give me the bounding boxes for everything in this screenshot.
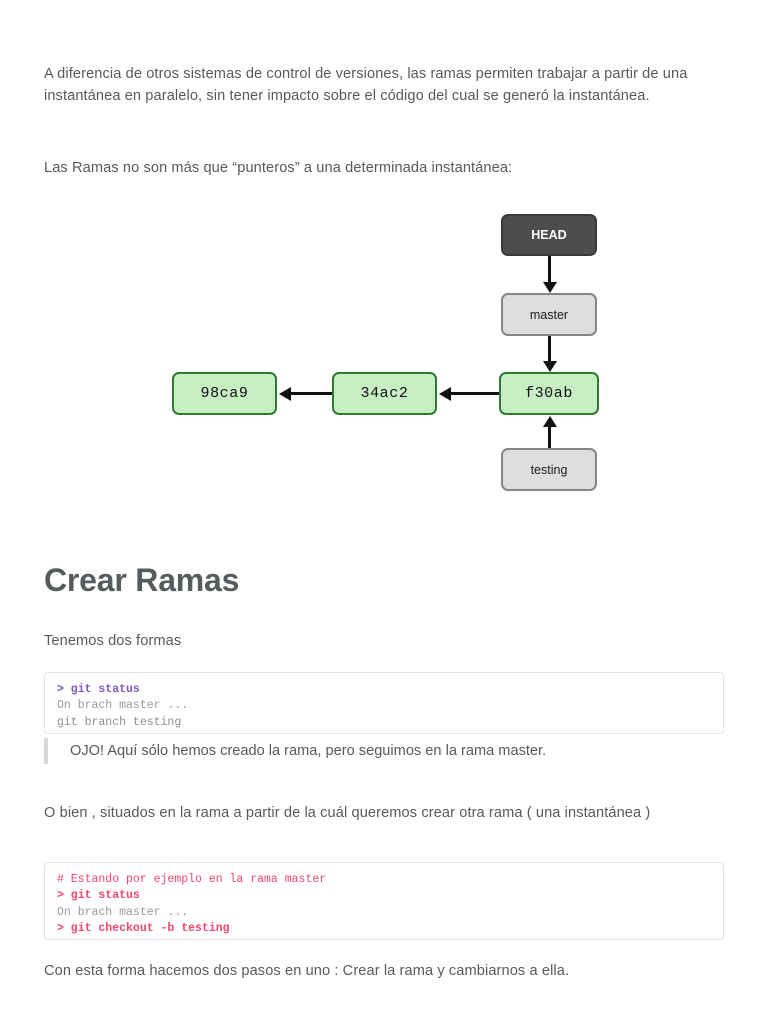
diagram-node-commit-f30ab: f30ab — [499, 372, 599, 415]
arrow-34ac2-to-98ca9 — [289, 392, 332, 395]
code-line: On brach master ... — [57, 905, 189, 919]
blockquote-text: OJO! Aquí sólo hemos creado la rama, per… — [70, 743, 547, 759]
paragraph-tenemos-dos-formas: Tenemos dos formas — [44, 633, 182, 649]
diagram-node-testing: testing — [501, 448, 597, 491]
page-heading-crear-ramas: Crear Ramas — [44, 562, 240, 598]
code-line: > git status — [57, 889, 140, 902]
diagram-node-master-label: master — [529, 307, 569, 322]
code-line: > git checkout -b testing — [57, 922, 230, 935]
paragraph-punteros: Las Ramas no son más que “punteros” a un… — [44, 160, 513, 176]
code-line: # Estando por ejemplo en la rama master — [57, 872, 327, 886]
paragraph-o-bien: O bien , situados en la rama a partir de… — [44, 805, 651, 821]
git-branch-diagram: HEAD master f30ab 34ac2 98ca9 testing — [44, 200, 704, 510]
diagram-node-master: master — [501, 293, 597, 336]
diagram-node-commit-98ca9: 98ca9 — [172, 372, 277, 415]
paragraph-final: Con esta forma hacemos dos pasos en uno … — [44, 963, 570, 979]
arrow-f30ab-to-34ac2 — [449, 392, 499, 395]
code-block-second[interactable]: # Estando por ejemplo en la rama master >… — [44, 861, 724, 940]
code-line: On brach master ... — [57, 699, 189, 712]
diagram-node-commit-34ac2-label: 34ac2 — [360, 385, 409, 402]
diagram-node-commit-98ca9-label: 98ca9 — [200, 385, 249, 402]
diagram-node-head-label: HEAD — [531, 228, 567, 242]
code-block-first[interactable]: > git status On brach master ... git branc… — [44, 671, 724, 734]
arrow-testing-to-f30ab — [548, 425, 551, 449]
diagram-node-head: HEAD — [501, 214, 597, 256]
arrow-master-to-f30ab — [548, 336, 551, 363]
diagram-node-commit-34ac2: 34ac2 — [332, 372, 437, 415]
diagram-node-commit-f30ab-label: f30ab — [524, 385, 573, 402]
diagram-node-testing-label: testing — [530, 462, 568, 477]
code-line: > git status — [57, 682, 140, 696]
arrow-head-to-master — [548, 256, 551, 284]
paragraph-intro: A diferencia de otros sistemas de contro… — [44, 66, 688, 104]
code-line: git branch testing — [57, 715, 182, 729]
blockquote-ojo: OJO! Aquí sólo hemos creado la rama, per… — [44, 738, 704, 764]
